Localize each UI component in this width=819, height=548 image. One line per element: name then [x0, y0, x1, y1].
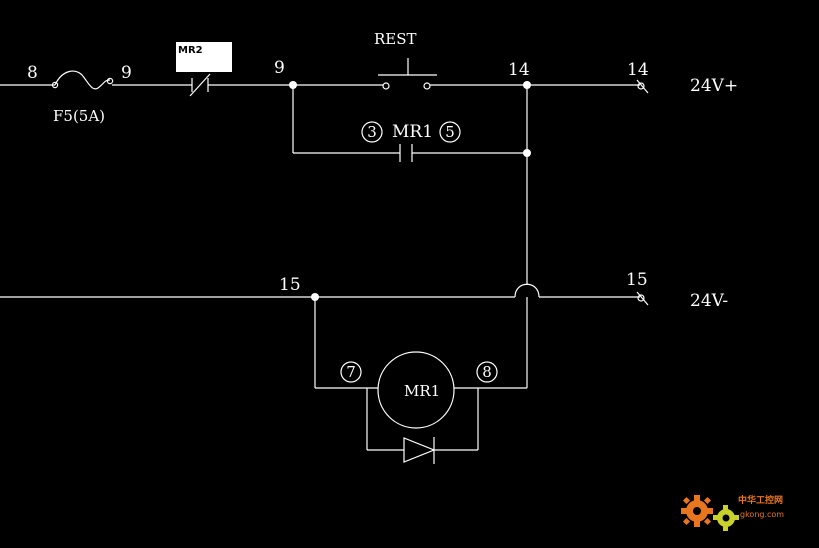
coil-name-label: MR1	[404, 382, 440, 400]
node-9-left-label: 9	[121, 63, 132, 83]
watermark-logo: 中华工控网 gkong.com	[681, 494, 784, 531]
terminal-15-tick	[636, 291, 649, 306]
mr2-tag-label: MR2	[178, 45, 203, 56]
pin-3-label: 3	[367, 123, 377, 141]
fuse-terminal-left	[51, 81, 59, 89]
mr2-contact-slash	[189, 73, 211, 97]
rest-button-contact-left	[382, 82, 390, 90]
holding-branch	[292, 85, 540, 388]
terminal-24v-plus-label: 24V+	[690, 76, 738, 96]
bottom-rail	[0, 291, 649, 306]
node-8-label: 8	[27, 63, 38, 83]
fuse-symbol	[54, 70, 111, 90]
terminal-15-number: 15	[626, 270, 648, 290]
terminal-14-circle	[637, 82, 645, 90]
gear-icon-yellow	[713, 505, 739, 531]
holding-contact-name: MR1	[392, 122, 433, 142]
terminal-24v-minus-label: 24V-	[690, 291, 728, 311]
watermark-title: 中华工控网	[738, 494, 783, 506]
node-15-label: 15	[279, 275, 301, 295]
pin-8-label: 8	[482, 363, 492, 381]
diode-triangle	[403, 437, 436, 463]
terminal-14-tick	[636, 79, 649, 94]
pin-7-circle	[340, 361, 362, 383]
node-9-label: 9	[274, 58, 285, 78]
mr2-tag-box	[176, 42, 232, 72]
pin-5-label: 5	[445, 123, 455, 141]
fuse-terminal-right	[106, 77, 114, 85]
gear-icon-orange	[681, 495, 713, 527]
coil-branch	[314, 297, 527, 464]
pin-7-label: 7	[346, 363, 356, 381]
rest-button-label: REST	[374, 30, 417, 48]
rest-button-contact-right	[423, 82, 431, 90]
fuse-label: F5(5A)	[53, 107, 105, 125]
mr1-coil-circle	[377, 351, 455, 429]
pin-5-circle	[439, 121, 461, 143]
pin-8-circle	[476, 361, 498, 383]
terminal-15-circle	[637, 294, 645, 302]
terminal-14-number: 14	[627, 60, 649, 80]
top-rail	[0, 58, 649, 97]
pin-3-circle	[361, 121, 383, 143]
watermark-url: gkong.com	[740, 510, 784, 519]
wire-crossover-hop	[514, 283, 540, 298]
node-14-label: 14	[508, 60, 530, 80]
